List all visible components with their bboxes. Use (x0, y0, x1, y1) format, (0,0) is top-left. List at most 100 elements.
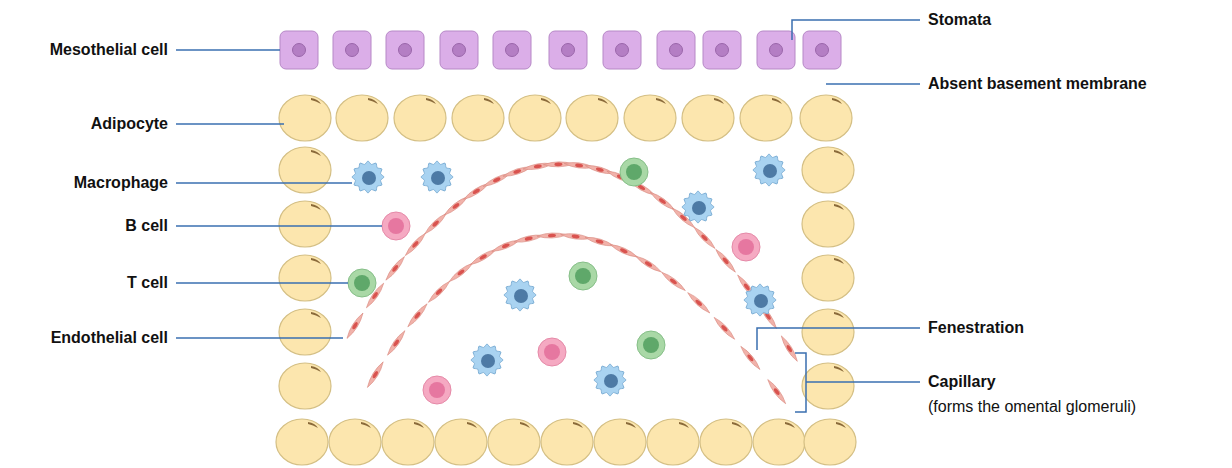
b-cell (538, 338, 566, 366)
adipocyte-cell (682, 95, 734, 141)
mesothelial-cell (703, 31, 741, 69)
endothelial-cell (406, 302, 429, 328)
endothelial-cell (365, 361, 385, 389)
adipocyte-cell (329, 419, 381, 465)
part-label: Adipocyte (91, 114, 168, 134)
mesothelium (280, 31, 841, 69)
adipocyte-cell (279, 147, 331, 193)
endothelial-cell (345, 312, 365, 340)
b-cell (423, 376, 451, 404)
t-cells (348, 158, 665, 359)
mesothelial-cell (757, 31, 795, 69)
mesothelial-cell (333, 31, 371, 69)
leader-line (806, 381, 920, 383)
endothelial-cell (739, 345, 762, 371)
part-label: (forms the omental glomeruli) (928, 397, 1136, 417)
endothelial-cell (385, 329, 406, 356)
mesothelial-cell (657, 31, 695, 69)
t-cell (569, 262, 597, 290)
part-label: Capillary (928, 372, 996, 392)
part-label: B cell (125, 216, 168, 236)
endothelial-cell (649, 190, 676, 212)
adipocyte-cell (753, 419, 805, 465)
endothelial-cell (523, 161, 553, 171)
adipocyte-cell (802, 363, 854, 409)
part-label: Fenestration (928, 318, 1024, 338)
macrophages (352, 154, 785, 396)
endothelial-cell (779, 335, 799, 363)
endothelial-cell (427, 279, 452, 304)
b-cell (382, 212, 410, 240)
adipocyte-cell (509, 95, 561, 141)
mesothelial-cell (493, 31, 531, 69)
macrophage-cell (744, 284, 776, 316)
t-cell (348, 269, 376, 297)
leader-line (757, 328, 920, 350)
adipocyte-cell (802, 201, 854, 247)
b-cells (382, 212, 760, 404)
b-cell (732, 233, 760, 261)
leader-line (176, 49, 280, 51)
adipocyte-cell (452, 95, 504, 141)
adipocyte-cell (566, 95, 618, 141)
adipocyte-cell (279, 201, 331, 247)
adipocyte-cell (740, 95, 792, 141)
endothelial-cell (514, 233, 544, 244)
adipocyte-cell (802, 309, 854, 355)
endothelial-cell (491, 238, 521, 254)
macrophage-cell (594, 364, 626, 396)
part-label: Macrophage (74, 173, 168, 193)
t-cell (637, 331, 665, 359)
endothelial-cell (560, 232, 590, 241)
part-label: Mesothelial cell (50, 40, 168, 60)
adipocyte-cell (336, 95, 388, 141)
adipocyte-cell (594, 419, 646, 465)
t-cell (620, 158, 648, 186)
part-label: Absent basement membrane (928, 74, 1147, 94)
endothelial-cell (692, 225, 717, 250)
adipocyte-cell (804, 419, 856, 465)
mesothelial-cell (440, 31, 478, 69)
endothelial-cell (712, 316, 736, 341)
adipocyte-cell (276, 419, 328, 465)
leader-line (176, 282, 348, 284)
adipocyte-cell (700, 419, 752, 465)
leader-line (176, 225, 382, 227)
endothelial-cell (634, 254, 662, 274)
adipocyte-cell (435, 419, 487, 465)
adipocyte-cell (279, 255, 331, 301)
endothelial-cell (660, 270, 687, 292)
adipocyte-cell (541, 419, 593, 465)
endothelial-cell (766, 378, 788, 405)
part-label: Endothelial cell (51, 328, 168, 348)
leader-line (792, 20, 920, 40)
adipocyte-cell (802, 147, 854, 193)
mesothelial-cell (386, 31, 424, 69)
adipocyte-cell (647, 419, 699, 465)
endothelial-cell (686, 291, 711, 315)
macrophage-cell (471, 344, 503, 376)
leader-line (795, 353, 806, 412)
mesothelial-cell (803, 31, 841, 69)
macrophage-cell (682, 191, 714, 223)
adipocyte-cell (800, 95, 852, 141)
leader-line (176, 182, 352, 184)
endothelial-cell (584, 235, 614, 248)
capillary (345, 161, 800, 405)
adipocyte-cell (279, 309, 331, 355)
macrophage-cell (753, 154, 785, 186)
macrophage-cell (421, 161, 453, 193)
leader-line (826, 83, 920, 85)
mesothelial-cell (280, 31, 318, 69)
adipocyte-cell (488, 419, 540, 465)
adipocyte-cell (394, 95, 446, 141)
endothelial-cell (384, 255, 407, 282)
adipocyte-cell (624, 95, 676, 141)
leader-lines (176, 20, 920, 412)
macrophage-cell (504, 279, 536, 311)
part-label: Stomata (928, 10, 991, 30)
adipocyte-cell (802, 255, 854, 301)
endothelial-cell (609, 242, 638, 259)
